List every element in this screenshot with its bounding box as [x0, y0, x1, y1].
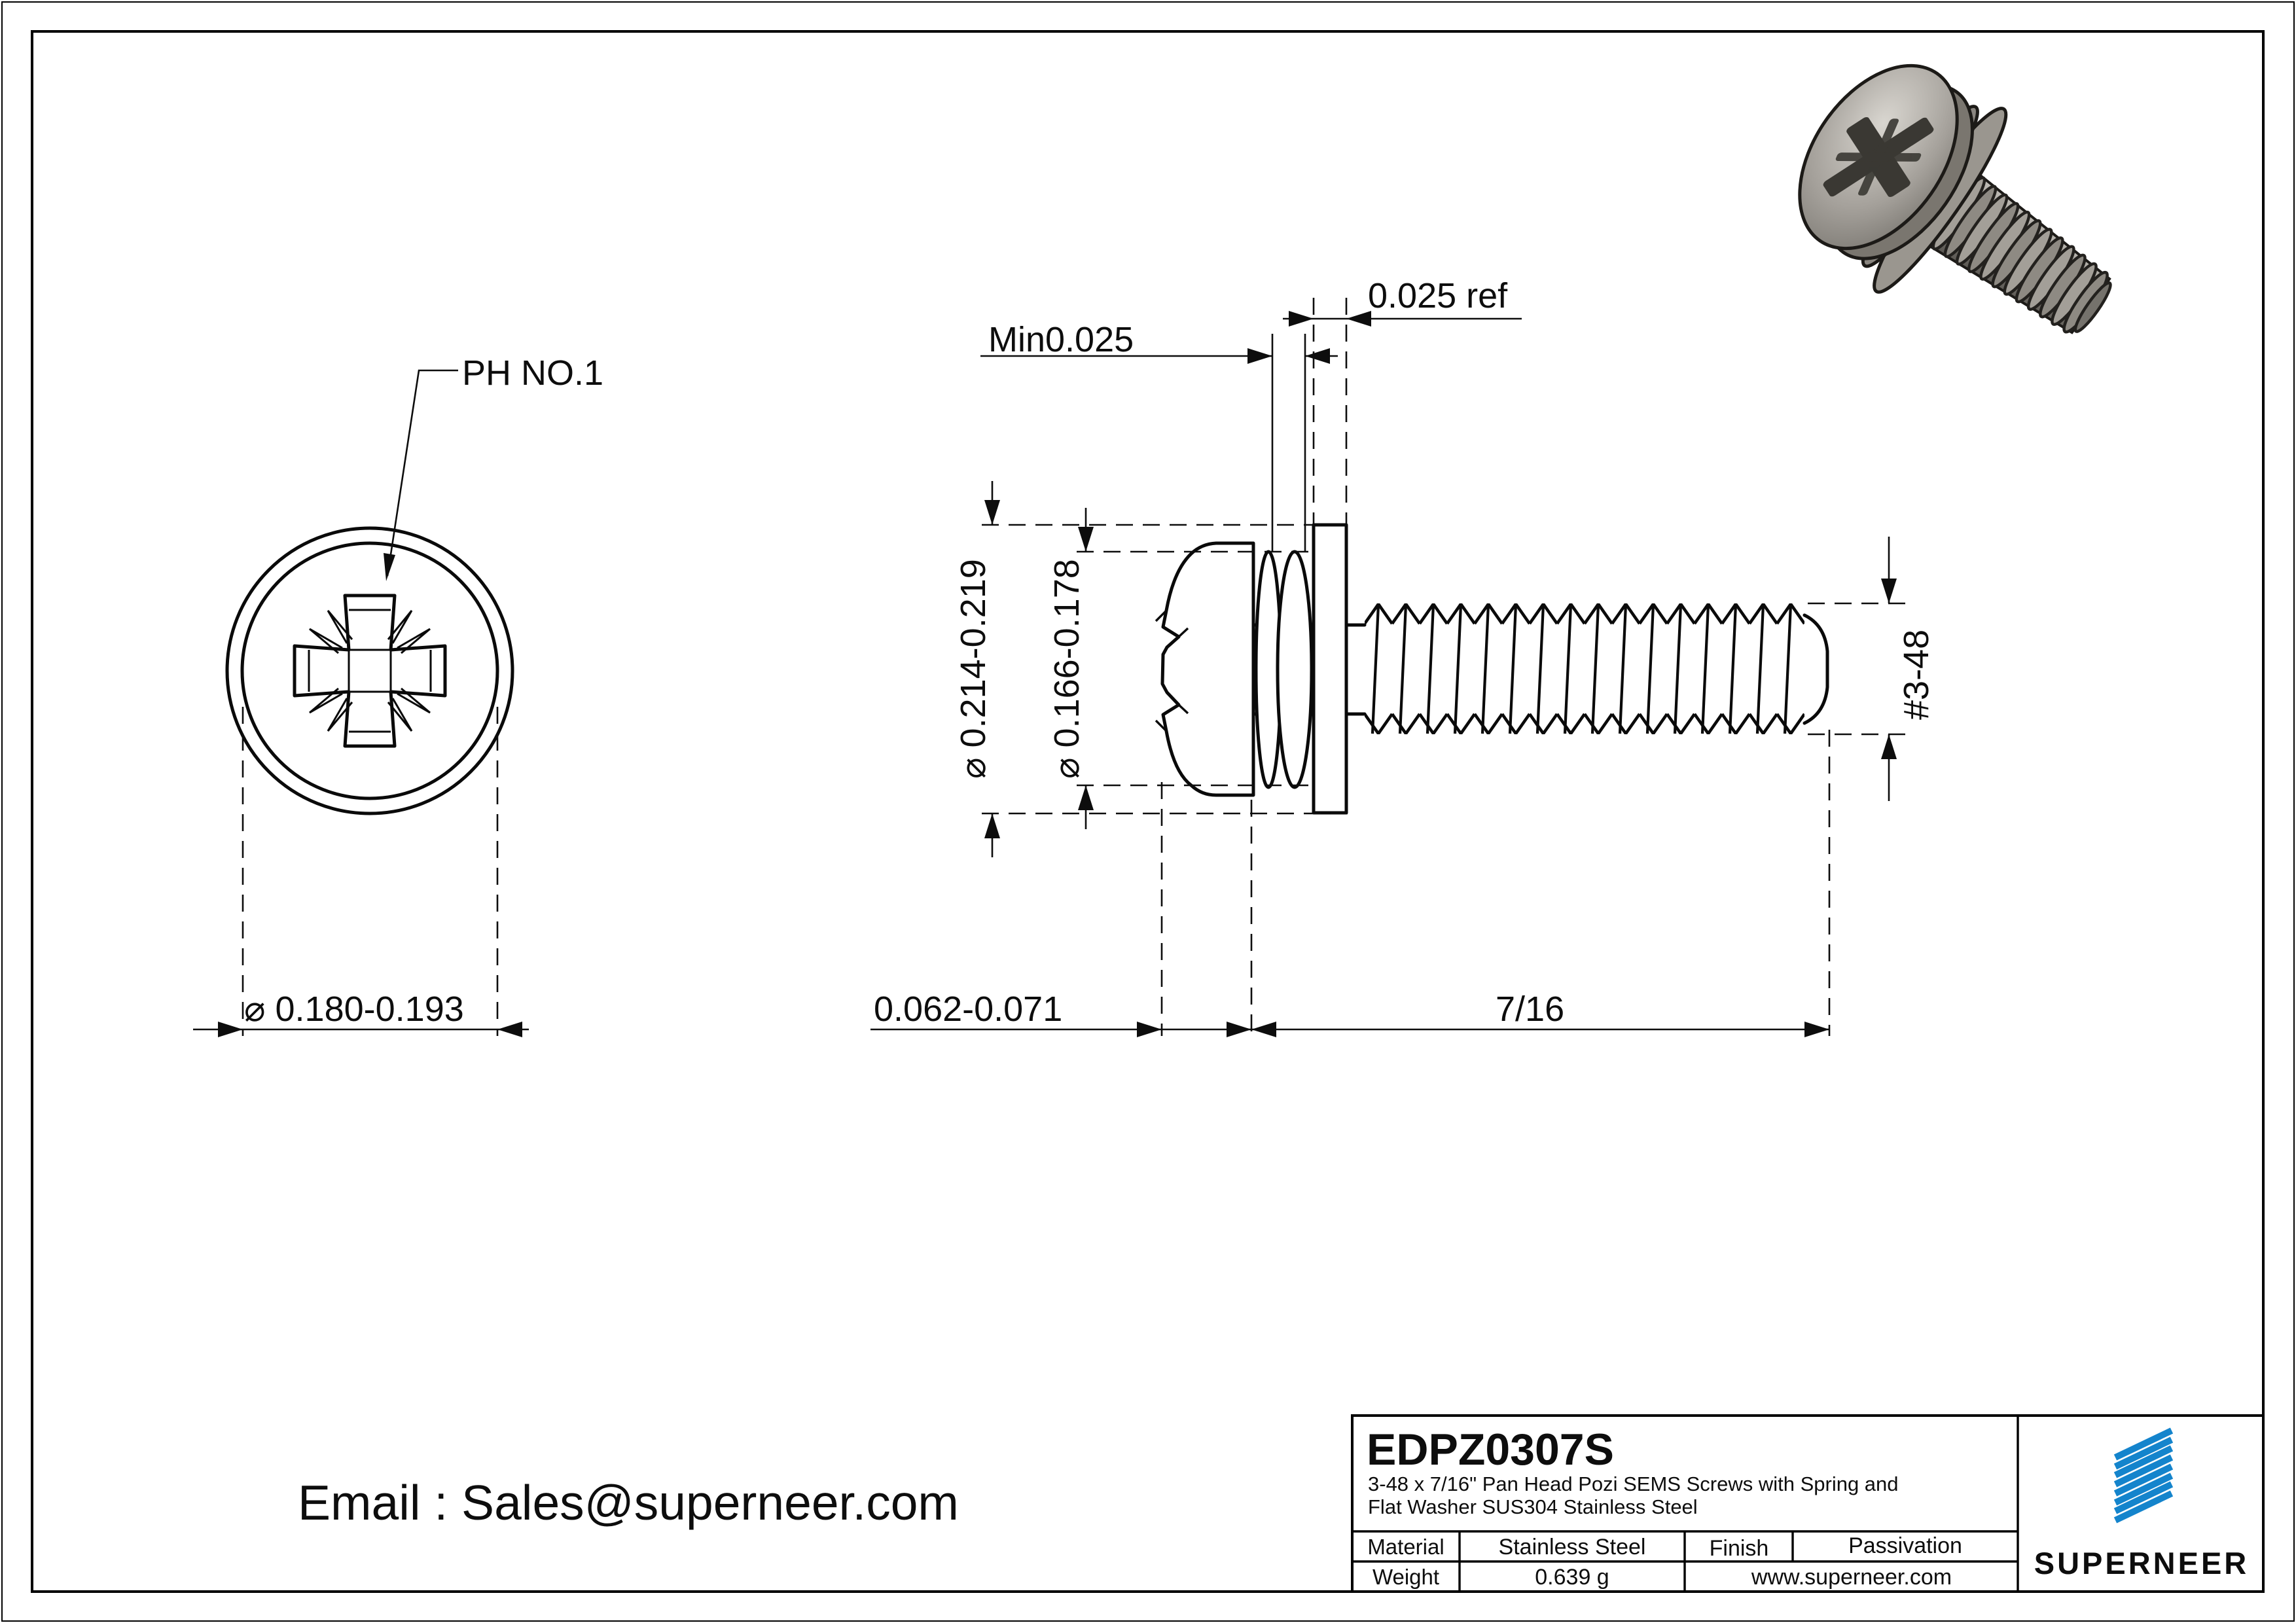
drive-leader-line [386, 369, 458, 577]
flat-washer-thickness-dim: 0.025 ref [1368, 276, 1508, 315]
dimension-arrow-icon [984, 500, 1000, 525]
side-view: ⌀ 0.214-0.219 ⌀ 0.166-0.178 Min0.025 0.0… [870, 276, 1936, 1037]
inner-drawing-frame [31, 30, 2265, 1593]
dimension-arrow-icon [218, 1022, 243, 1037]
flat-washer-side [1312, 523, 1348, 815]
superneer-logo-icon [2113, 1427, 2174, 1524]
title-block: EDPZ0307S 3-48 x 7/16" Pan Head Pozi SEM… [1351, 1414, 2265, 1593]
spring-washer-side [1276, 550, 1314, 789]
thread-spec-dim: #3-48 [1897, 630, 1936, 720]
pozi-cross-recess [293, 594, 447, 748]
dimension-arrow-icon [1305, 348, 1330, 364]
render-thread [1931, 176, 2112, 334]
pan-head-side [1160, 541, 1255, 797]
extension-line [1271, 334, 1306, 552]
weight-label: Weight [1372, 1565, 1439, 1589]
thread-profile [1365, 603, 1804, 734]
spring-min-thickness-dim: Min0.025 [988, 320, 1134, 359]
finish-value: Passivation [1848, 1533, 1962, 1558]
part-description-line2: Flat Washer SUS304 Stainless Steel [1368, 1495, 1698, 1518]
dimension-arrow-icon [1881, 579, 1897, 603]
part-number: EDPZ0307S [1367, 1425, 1614, 1474]
brand-wordmark: SUPERNEER [2034, 1546, 2250, 1580]
dimension-arrow-icon [1251, 1022, 1276, 1037]
website-link[interactable]: www.superneer.com [1751, 1565, 1952, 1590]
head-recess-ticks [1155, 609, 1189, 732]
dimension-arrow-icon [1804, 1022, 1829, 1037]
dimension-arrow-icon [1881, 734, 1897, 759]
dimension-arrow-icon [1078, 785, 1094, 810]
pozi-tip-edges [308, 609, 432, 733]
washer-od-dim: ⌀ 0.214-0.219 [954, 559, 993, 779]
spring-od-dim: ⌀ 0.166-0.178 [1047, 559, 1086, 779]
dimension-arrow-icon [497, 1022, 522, 1037]
render-pozi-recess [1823, 117, 1934, 197]
pozi-diagonal-darts [309, 610, 431, 732]
weight-value: 0.639 g [1535, 1565, 1609, 1590]
contact-email: Email : Sales@superneer.com [298, 1475, 959, 1530]
leader-arrowhead-icon [384, 553, 395, 581]
material-label: Material [1367, 1535, 1444, 1559]
head-height-dim: 0.062-0.071 [874, 990, 1062, 1029]
thread-length-dim: 7/16 [1496, 990, 1564, 1029]
dimension-arrow-icon [1346, 311, 1371, 327]
part-description-line1: 3-48 x 7/16" Pan Head Pozi SEMS Screws w… [1368, 1472, 1899, 1495]
material-value: Stainless Steel [1499, 1535, 1646, 1560]
extension-line [1808, 602, 1908, 736]
pozi-center-square [348, 649, 392, 693]
dimension-arrow-icon [1227, 1022, 1251, 1037]
dimension-arrow-icon [1137, 1022, 1162, 1037]
thread-end-chamfer [1803, 613, 1829, 725]
finish-label: Finish [1710, 1536, 1769, 1561]
head-diameter-dim: ⌀ 0.180-0.193 [244, 990, 464, 1029]
head-outline-circle [240, 541, 499, 800]
washer-outline-circle [225, 526, 514, 815]
dimension-arrow-icon [1078, 527, 1094, 552]
top-view: PH NO.1 ⌀ 0.180-0.193 [193, 353, 603, 1037]
dimension-arrow-icon [984, 813, 1000, 838]
dimension-arrow-icon [1247, 348, 1272, 364]
screw-3d-render [1798, 63, 2112, 334]
dimension-arrow-icon [1289, 311, 1314, 327]
drive-label: PH NO.1 [462, 353, 603, 393]
extension-line [1312, 298, 1348, 524]
